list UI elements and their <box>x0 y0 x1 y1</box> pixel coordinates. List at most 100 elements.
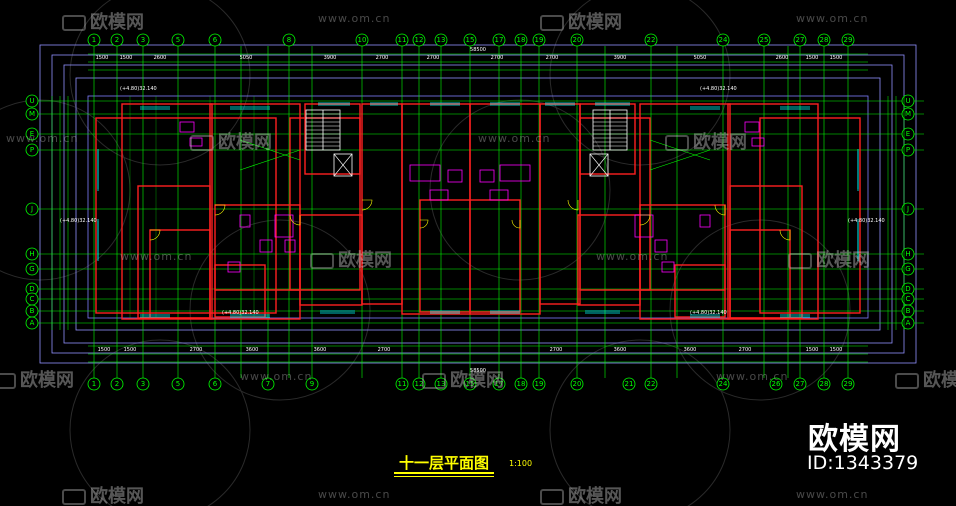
axis-bubble <box>901 107 915 121</box>
axis-bubble <box>644 33 658 47</box>
level-mark: (+4.80)32.140 <box>120 86 157 92</box>
fixture <box>189 137 203 147</box>
wall <box>95 117 277 314</box>
construction-line <box>239 139 301 161</box>
axis-label-bottom: 9 <box>310 380 314 388</box>
axis-label-left: H <box>29 250 34 258</box>
axis-label-bottom: 18 <box>517 380 526 388</box>
axis-label-top: 15 <box>466 36 475 44</box>
wall <box>121 103 213 320</box>
door-swing <box>149 229 161 241</box>
axis-bubble <box>261 377 275 391</box>
watermark-sofa-icon <box>0 373 16 389</box>
axis-label-top: 25 <box>760 36 769 44</box>
watermark-logo: 欧模网 <box>788 246 870 272</box>
door-swing <box>214 204 226 216</box>
axis-label-top: 5 <box>176 36 180 44</box>
axis-bubble <box>841 377 855 391</box>
dimension-segment-top: 1500 <box>830 55 843 61</box>
watermark-sofa-icon <box>62 489 86 505</box>
axis-label-top: 20 <box>573 36 582 44</box>
axis-bubble <box>434 33 448 47</box>
axis-bubble <box>492 377 506 391</box>
axis-label-top: 3 <box>141 36 145 44</box>
axis-label-top: 18 <box>517 36 526 44</box>
watermark-arc <box>549 339 731 506</box>
wall <box>759 117 861 314</box>
drawing-scale: 1:100 <box>509 459 533 468</box>
dimension-segment-top: 2600 <box>776 55 789 61</box>
building-outline <box>39 44 917 364</box>
door-swing <box>289 214 301 226</box>
dimension-segment-bottom: 3600 <box>314 347 327 353</box>
axis-label-left: U <box>29 97 34 105</box>
level-mark: (+4.80)32.140 <box>700 86 737 92</box>
level-mark: (+4.80)32.140 <box>60 218 97 224</box>
watermark-url: www.om.cn <box>596 250 669 263</box>
watermark-logo: 欧模网 <box>540 8 622 34</box>
axis-label-top: 29 <box>844 36 853 44</box>
axis-label-left: A <box>30 319 35 327</box>
axis-bubble <box>570 377 584 391</box>
title-underline <box>394 472 494 474</box>
axis-bubble <box>793 33 807 47</box>
dimension-segment-top: 3900 <box>324 55 337 61</box>
axis-label-bottom: 20 <box>573 380 582 388</box>
building-outline <box>63 64 893 344</box>
watermark-sofa-icon <box>788 253 812 269</box>
axis-bubble <box>463 377 477 391</box>
watermark-arc <box>0 99 131 281</box>
axis-label-top: 8 <box>287 36 291 44</box>
watermark-text: 欧模网 <box>90 486 144 506</box>
axis-label-top: 12 <box>415 36 424 44</box>
watermark-sofa-icon <box>190 135 214 151</box>
door-swing <box>419 219 429 229</box>
axis-label-bottom: 17 <box>495 380 504 388</box>
axis-bubble <box>492 33 506 47</box>
dimension-overall-top: 58500 <box>470 47 486 53</box>
axis-bubble <box>87 33 101 47</box>
fixture <box>751 137 765 147</box>
dimension-segment-bottom: 2700 <box>739 347 752 353</box>
fixture <box>489 189 509 201</box>
fixture <box>661 261 675 273</box>
fixture <box>429 189 449 201</box>
axis-bubble <box>110 377 124 391</box>
dimension-segment-bottom: 3600 <box>246 347 259 353</box>
elevator <box>589 153 609 177</box>
fixture <box>499 164 531 182</box>
axis-bubble <box>793 377 807 391</box>
axis-label-right: D <box>905 285 910 293</box>
axis-bubble <box>901 127 915 141</box>
axis-label-left: P <box>30 146 34 154</box>
dimension-segment-top: 1500 <box>806 55 819 61</box>
axis-label-right: M <box>905 110 911 118</box>
axis-label-top: 11 <box>398 36 407 44</box>
dimension-overall-bottom: 58500 <box>470 368 486 374</box>
construction-line <box>239 149 301 171</box>
level-mark: (+4.80)32.140 <box>848 218 885 224</box>
axis-bubble <box>514 377 528 391</box>
axis-label-right: U <box>905 97 910 105</box>
axis-label-top: 27 <box>796 36 805 44</box>
axis-label-bottom: 1 <box>92 380 96 388</box>
axis-bubble <box>901 143 915 157</box>
dimension-segment-bottom: 3600 <box>684 347 697 353</box>
axis-label-right: E <box>906 130 910 138</box>
watermark-url: www.om.cn <box>6 132 79 145</box>
axis-bubble <box>532 33 546 47</box>
watermark-arc <box>69 339 251 506</box>
axis-bubble <box>412 33 426 47</box>
watermark-text: 欧模网 <box>568 486 622 506</box>
axis-bubble <box>841 33 855 47</box>
dimension-segment-top: 5050 <box>240 55 253 61</box>
axis-label-right: A <box>906 319 911 327</box>
fixture <box>259 239 273 253</box>
axis-label-left: B <box>30 307 35 315</box>
axis-bubble <box>25 127 39 141</box>
axis-bubble <box>901 262 915 276</box>
fixture <box>274 214 294 238</box>
axis-label-bottom: 27 <box>796 380 805 388</box>
watermark-url: www.om.cn <box>318 12 391 25</box>
